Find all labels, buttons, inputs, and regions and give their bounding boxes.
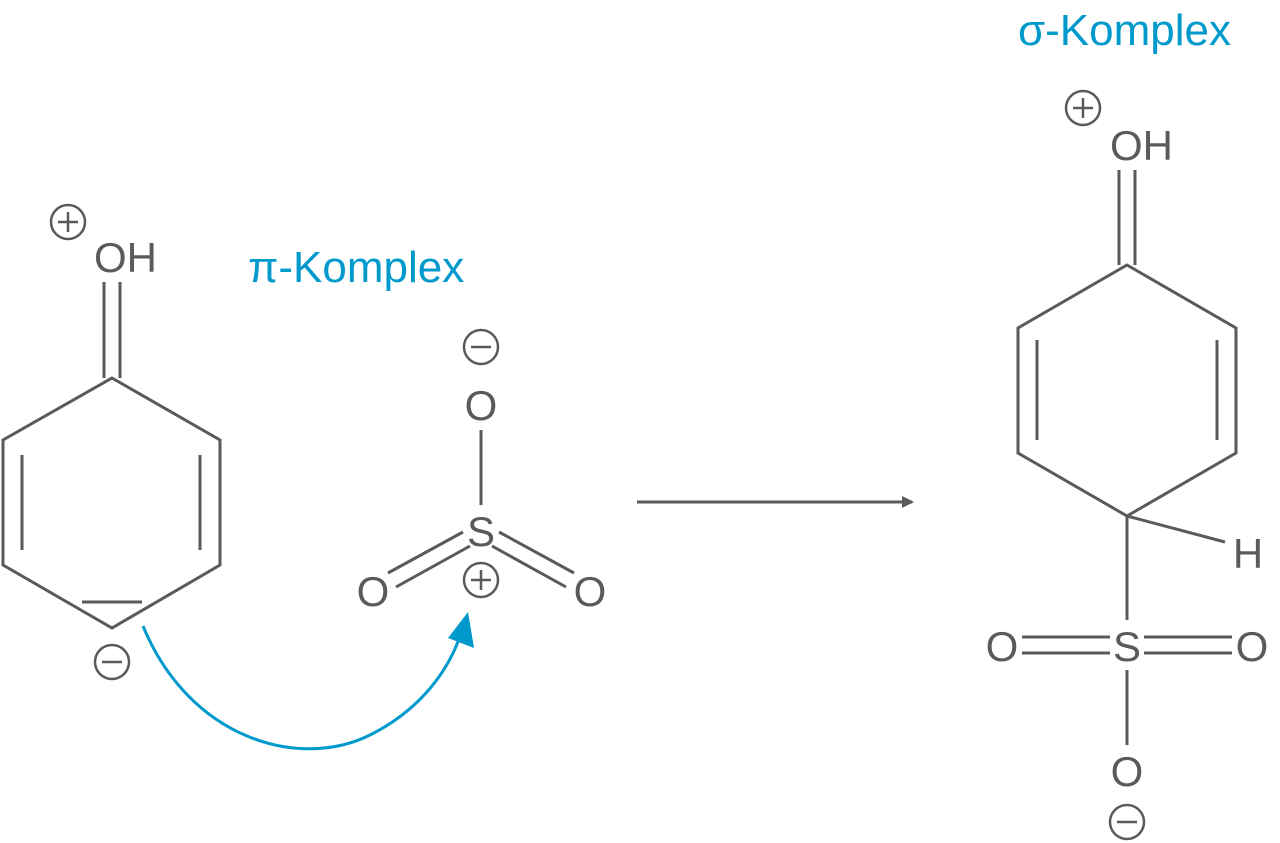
plus-charge-icon — [1064, 89, 1102, 127]
oxygen-atom: O — [1111, 748, 1144, 795]
sigma-complex-molecule: OH H S O O O — [986, 89, 1269, 841]
curved-arrow-head-icon — [448, 612, 474, 648]
sulfur-atom: S — [467, 508, 495, 555]
oxygen-atom: O — [574, 568, 607, 615]
oxygen-atom: O — [1236, 623, 1269, 670]
oh-group: OH — [1110, 122, 1173, 169]
sigma-complex-label: σ-Komplex — [1018, 6, 1231, 55]
minus-charge-icon — [93, 643, 131, 681]
hydrogen-atom: H — [1233, 530, 1263, 577]
minus-charge-icon — [462, 328, 500, 366]
benzene-ring — [1, 376, 222, 630]
oh-group: OH — [94, 234, 157, 281]
plus-charge-icon — [462, 561, 500, 599]
protonated-phenol-molecule: OH — [1, 203, 222, 681]
oxygen-atom: O — [465, 382, 498, 429]
oxygen-atom: O — [357, 568, 390, 615]
curved-arrow-icon — [141, 625, 464, 751]
oxygen-atom: O — [986, 623, 1019, 670]
plus-charge-icon — [49, 203, 87, 241]
sulfur-trioxide-electrophile: S O O O — [357, 328, 607, 615]
minus-charge-icon — [1108, 803, 1146, 841]
ring — [1016, 263, 1238, 518]
sulfur-atom: S — [1113, 623, 1141, 670]
pi-complex-label: π-Komplex — [248, 243, 464, 292]
